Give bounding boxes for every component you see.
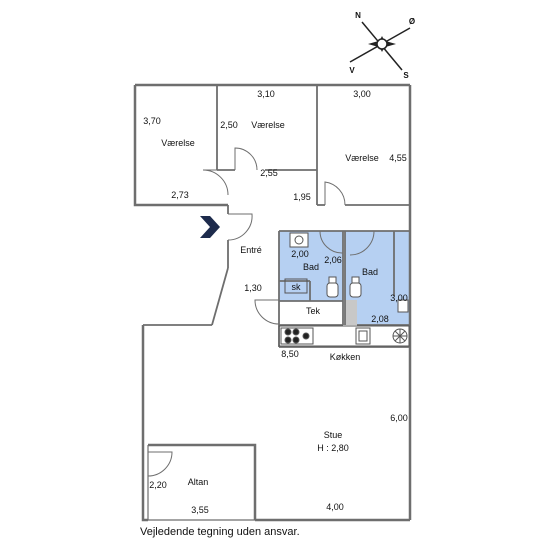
wall-balcony [148, 443, 257, 520]
bathroom-shaft [345, 300, 357, 325]
kitchen-sink-icon [355, 327, 371, 345]
dimension-label: 3,00 [353, 89, 371, 99]
room-label-vaerelse-right: Værelse [345, 153, 379, 163]
dimension-label: 2,06 [324, 255, 342, 265]
dimension-label: 2,73 [171, 190, 189, 200]
entry-arrow-icon [200, 216, 220, 238]
dimension-label: 2,55 [260, 168, 278, 178]
compass-rose: N Ø S V [349, 11, 415, 80]
dimension-label: 4,55 [389, 153, 407, 163]
wall-left-stue [141, 325, 148, 522]
toilet-right-icon [349, 282, 362, 298]
room-label-vaerelse-mid: Værelse [251, 120, 285, 130]
room-label-bad-right: Bad [362, 267, 378, 277]
dimension-label: 3,55 [191, 505, 209, 515]
door-right-bedroom [324, 181, 346, 206]
room-label-altan: Altan [188, 477, 209, 487]
wall-left-bedroom [133, 85, 228, 207]
dimension-label: 3,70 [143, 116, 161, 126]
fixtures [278, 232, 410, 347]
cabinet-sk [284, 278, 308, 294]
room-label-vaerelse-left: Værelse [161, 138, 195, 148]
door-left-bedroom [202, 169, 229, 196]
toilet-left-icon [326, 282, 339, 298]
door-bath-right [349, 230, 375, 256]
dimension-label: 4,00 [326, 502, 344, 512]
door-swings [147, 147, 375, 477]
door-mid-bedroom [234, 147, 258, 171]
sink-icon [289, 232, 309, 248]
dimension-label: 2,50 [220, 120, 238, 130]
door-balcony [147, 451, 173, 477]
room-label-sk: sk [292, 282, 302, 292]
room-label-kokken: Køkken [330, 352, 361, 362]
room-label-stue: Stue [324, 430, 343, 440]
room-height-stue: H : 2,80 [317, 443, 349, 453]
door-tek [254, 299, 280, 325]
balcony-rail [147, 445, 255, 521]
dimension-label: 3,10 [257, 89, 275, 99]
dimension-label: 3,00 [390, 293, 408, 303]
dimension-label: 6,00 [390, 413, 408, 423]
room-label-entre: Entré [240, 245, 262, 255]
dimension-label: 2,08 [371, 314, 389, 324]
compass-east: Ø [409, 17, 415, 26]
dimension-label: 2,20 [149, 480, 167, 490]
room-label-bad-left: Bad [303, 262, 319, 272]
compass-south: S [403, 71, 409, 80]
dimension-label: 1,95 [293, 192, 311, 202]
door-bath-left [319, 230, 344, 254]
disclaimer-caption: Vejledende tegning uden ansvar. [140, 526, 300, 538]
kitchen-counter [278, 325, 410, 347]
room-label-tek: Tek [306, 306, 321, 316]
dimension-label: 8,50 [281, 349, 299, 359]
walls [133, 83, 412, 522]
dimension-label: 2,00 [291, 249, 309, 259]
dimension-label: 1,30 [244, 283, 262, 293]
compass-north: N [355, 11, 361, 20]
door-entry [227, 213, 253, 241]
compass-west: V [349, 66, 355, 75]
washbasin-icon [397, 299, 409, 313]
